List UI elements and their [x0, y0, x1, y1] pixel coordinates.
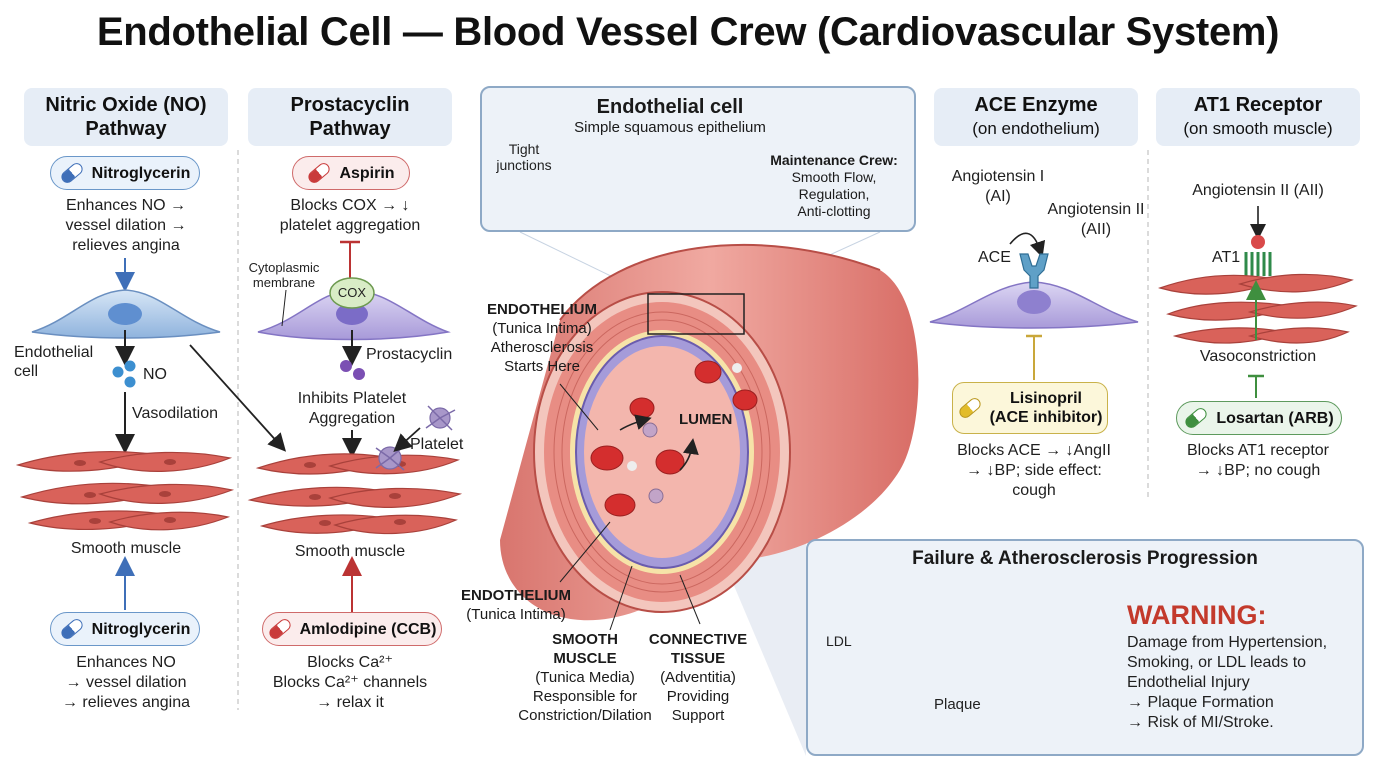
capsule-icon	[58, 616, 85, 642]
lisinopril-desc: Blocks ACE → ↓AngII → ↓BP; side effect: …	[957, 442, 1111, 499]
at1-header: AT1 Receptor (on smooth muscle)	[1156, 88, 1360, 146]
nitroglycerin-bottom-pill: Nitroglycerin	[50, 612, 200, 646]
smooth-muscle-vessel-label: SMOOTH MUSCLE (Tunica Media) Responsible…	[518, 631, 652, 724]
at1-label: AT1	[1212, 249, 1241, 266]
drug-label: Lisinopril (ACE inhibitor)	[989, 390, 1103, 426]
tight-junctions-label: Tight junctions	[496, 141, 552, 173]
endothelial-cell-label: Endothelial cell	[14, 344, 94, 380]
endothelial-cell-box	[480, 86, 916, 232]
endothelial-box-subtitle: Simple squamous epithelium	[574, 119, 766, 136]
no-molecule-label: NO	[143, 366, 167, 383]
no-desc-top: Enhances NO → vessel dilation → relieves…	[65, 197, 187, 254]
vasoconstriction-label: Vasoconstriction	[1199, 348, 1317, 365]
drug-label: Aspirin	[339, 164, 395, 182]
prostacyclin-label: Prostacyclin	[366, 346, 453, 363]
drug-label: Amlodipine (CCB)	[299, 620, 437, 638]
cox-label: COX	[337, 285, 367, 300]
losartan-pill: Losartan (ARB)	[1176, 401, 1342, 435]
failure-title: Failure & Atherosclerosis Progression	[912, 548, 1258, 569]
drug-label: Losartan (ARB)	[1216, 409, 1334, 427]
capsule-icon	[1183, 405, 1210, 431]
lisinopril-pill: Lisinopril (ACE inhibitor)	[952, 382, 1108, 434]
angiotensin-2-label: Angiotensin II (AII)	[1047, 201, 1145, 238]
failure-box	[806, 539, 1364, 756]
drug-label: Nitroglycerin	[91, 164, 191, 182]
platelet-label: Platelet	[410, 436, 464, 453]
maintenance-crew: Maintenance Crew: Smooth Flow, Regulatio…	[770, 152, 898, 219]
ldl-label: LDL	[826, 633, 852, 649]
amlodipine-pill: Amlodipine (CCB)	[262, 612, 442, 646]
capsule-icon	[58, 160, 85, 186]
endothelial-box-title: Endothelial cell	[596, 96, 744, 118]
inhibits-label: Inhibits Platelet Aggregation	[297, 390, 407, 427]
lumen-label: LUMEN	[679, 411, 733, 428]
at1-angiotensin-label: Angiotensin II (AII)	[1192, 182, 1324, 199]
connective-tissue-label: CONNECTIVE TISSUE (Adventitia) Providing…	[648, 631, 748, 724]
ace-label: ACE	[978, 249, 1011, 266]
plaque-label: Plaque	[934, 696, 981, 713]
no-pathway-header: Nitric Oxide (NO) Pathway	[24, 88, 228, 146]
page-title: Endothelial Cell — Blood Vessel Crew (Ca…	[96, 10, 1280, 54]
drug-label: Nitroglycerin	[91, 620, 191, 638]
amlodipine-desc: Blocks Ca²⁺ Blocks Ca²⁺ channels → relax…	[272, 654, 428, 711]
smooth-muscle-label-2: Smooth muscle	[294, 543, 406, 560]
vasodilation-label: Vasodilation	[132, 405, 218, 422]
no-desc-bottom: Enhances NO → vessel dilation → relieves…	[61, 654, 191, 711]
warning-label: WARNING:	[1127, 600, 1267, 630]
capsule-icon	[306, 160, 333, 186]
aspirin-pill: Aspirin	[292, 156, 410, 190]
cytoplasmic-membrane-label: Cytoplasmic membrane	[248, 260, 320, 290]
smooth-muscle-label: Smooth muscle	[70, 540, 182, 557]
losartan-desc: Blocks AT1 receptor → ↓BP; no cough	[1187, 442, 1329, 479]
capsule-icon	[266, 616, 293, 642]
capsule-icon	[956, 395, 983, 421]
nitroglycerin-top-pill: Nitroglycerin	[50, 156, 200, 190]
endothelium-bottom-label: ENDOTHELIUM (Tunica Intima)	[461, 587, 571, 623]
warning-text: Damage from Hypertension, Smoking, or LD…	[1127, 634, 1328, 731]
ace-header: ACE Enzyme (on endothelium)	[934, 88, 1138, 146]
angiotensin-1-label: Angiotensin I (AI)	[951, 168, 1045, 205]
prostacyclin-header: Prostacyclin Pathway	[248, 88, 452, 146]
endothelium-top-label: ENDOTHELIUM (Tunica Intima) Atherosclero…	[487, 301, 597, 375]
aspirin-desc: Blocks COX → ↓ platelet aggregation	[279, 197, 421, 234]
